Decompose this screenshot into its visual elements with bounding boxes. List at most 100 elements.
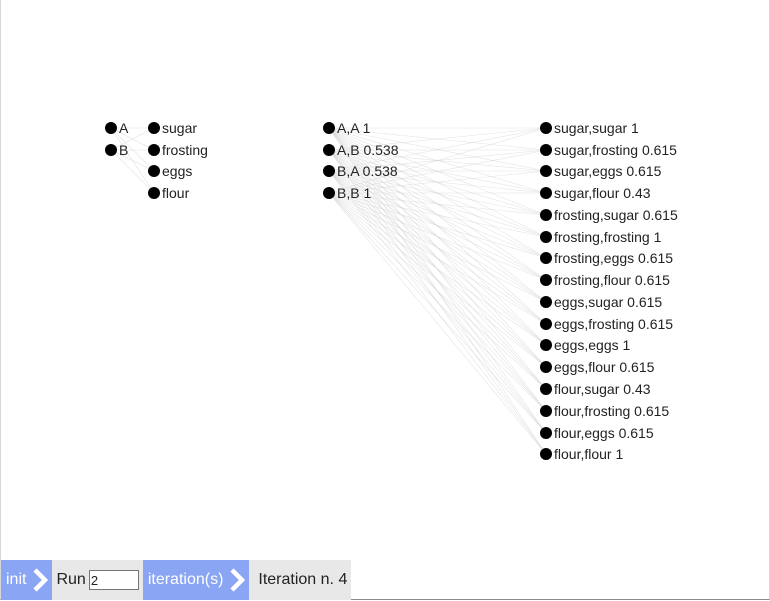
node-label: A — [119, 120, 129, 136]
node-pair-frosting-eggs[interactable]: frosting,eggs 0.615 — [540, 249, 673, 267]
node-pair-flour-frosting[interactable]: flour,frosting 0.615 — [540, 402, 669, 420]
graph-edge — [328, 149, 547, 434]
node-dot — [540, 339, 552, 351]
node-label: B,A 0.538 — [337, 163, 398, 179]
node-dot — [540, 252, 552, 264]
node-dot — [323, 165, 335, 177]
node-label: sugar,eggs 0.615 — [554, 163, 662, 179]
graph-edge — [328, 192, 547, 325]
init-label: init — [6, 571, 27, 588]
chevron-right-icon — [229, 568, 246, 592]
graph-edge — [328, 192, 547, 346]
node-label: flour — [162, 185, 190, 201]
node-pair-sugar-flour[interactable]: sugar,flour 0.43 — [540, 184, 651, 202]
node-label: frosting — [162, 142, 208, 158]
node-dot — [540, 187, 552, 199]
node-dot — [323, 122, 335, 134]
node-label: frosting,sugar 0.615 — [554, 207, 678, 223]
node-label: eggs,eggs 1 — [554, 337, 631, 353]
similarity-graph: A B sugar frosting eggs flour A,A 1 A,B … — [105, 119, 678, 463]
node-pair-flour-flour[interactable]: flour,flour 1 — [540, 445, 623, 463]
node-pair-ba[interactable]: B,A 0.538 — [323, 162, 398, 180]
node-dot — [148, 122, 160, 134]
node-pair-eggs-flour[interactable]: eggs,flour 0.615 — [540, 358, 654, 376]
node-pair-frosting-flour[interactable]: frosting,flour 0.615 — [540, 271, 670, 289]
node-label: A,B 0.538 — [337, 142, 399, 158]
node-label: flour,sugar 0.43 — [554, 381, 651, 397]
node-eggs[interactable]: eggs — [148, 162, 192, 180]
graph-edge — [328, 192, 547, 368]
node-label: flour,eggs 0.615 — [554, 425, 654, 441]
graph-edge — [328, 149, 547, 325]
node-pair-bb[interactable]: B,B 1 — [323, 184, 371, 202]
node-dot — [540, 448, 552, 460]
node-pair-aa[interactable]: A,A 1 — [323, 119, 370, 137]
node-label: B — [119, 142, 129, 158]
graph-edge — [328, 149, 547, 194]
node-dot — [540, 209, 552, 221]
node-pair-flour-eggs[interactable]: flour,eggs 0.615 — [540, 424, 654, 442]
node-pair-eggs-sugar[interactable]: eggs,sugar 0.615 — [540, 293, 662, 311]
node-pair-flour-sugar[interactable]: flour,sugar 0.43 — [540, 380, 651, 398]
graph-edge — [328, 149, 547, 238]
graph-edge — [328, 192, 547, 216]
node-label: frosting,frosting 1 — [554, 229, 662, 245]
node-label: sugar,sugar 1 — [554, 120, 639, 136]
graph-edge — [328, 127, 547, 194]
node-pair-ab[interactable]: A,B 0.538 — [323, 141, 399, 159]
graph-edge — [328, 192, 547, 390]
node-a[interactable]: A — [105, 119, 128, 137]
node-label: flour,frosting 0.615 — [554, 403, 670, 419]
control-bar: init Run iteration(s) Iteration n. 4 — [1, 560, 352, 600]
node-pair-sugar-frosting[interactable]: sugar,frosting 0.615 — [540, 141, 677, 159]
node-label: sugar,flour 0.43 — [554, 185, 651, 201]
graph-edge — [328, 127, 547, 151]
graph-edge — [110, 127, 155, 151]
graph-edge — [328, 149, 547, 412]
node-dot — [148, 165, 160, 177]
graph-edge — [328, 192, 547, 238]
graph-edge — [328, 127, 547, 172]
graph-edge — [328, 170, 547, 259]
iterations-input[interactable] — [88, 570, 139, 590]
run-iterations-button[interactable]: iteration(s) — [142, 560, 250, 600]
node-pair-sugar-sugar[interactable]: sugar,sugar 1 — [540, 119, 639, 137]
node-pair-eggs-eggs[interactable]: eggs,eggs 1 — [540, 336, 630, 354]
node-flour[interactable]: flour — [148, 184, 189, 202]
node-label: sugar,frosting 0.615 — [554, 142, 677, 158]
node-dot — [540, 318, 552, 330]
chevron-right-icon — [32, 568, 49, 592]
node-dot — [148, 187, 160, 199]
node-pair-frosting-sugar[interactable]: frosting,sugar 0.615 — [540, 206, 678, 224]
graph-edge — [110, 127, 155, 172]
node-pair-sugar-eggs[interactable]: sugar,eggs 0.615 — [540, 162, 661, 180]
iterations-label: iteration(s) — [147, 571, 224, 588]
node-dot — [540, 122, 552, 134]
node-dot — [540, 405, 552, 417]
init-button[interactable]: init — [1, 560, 53, 600]
node-pair-eggs-frosting[interactable]: eggs,frosting 0.615 — [540, 315, 673, 333]
node-dot — [540, 427, 552, 439]
node-dot — [540, 383, 552, 395]
node-dot — [105, 144, 117, 156]
node-label: sugar — [162, 120, 198, 136]
graph-edge — [328, 192, 547, 281]
run-label: Run — [56, 571, 86, 588]
node-label: eggs,sugar 0.615 — [554, 294, 663, 310]
node-dot — [540, 274, 552, 286]
iteration-status: Iteration n. 4 — [249, 560, 352, 600]
node-b[interactable]: B — [105, 141, 128, 159]
node-dot — [148, 144, 160, 156]
node-sugar[interactable]: sugar — [148, 119, 197, 137]
edge-layer — [110, 127, 547, 455]
node-label: B,B 1 — [337, 185, 372, 201]
node-label: eggs,flour 0.615 — [554, 359, 655, 375]
node-label: frosting,eggs 0.615 — [554, 250, 674, 266]
graph-edge — [328, 170, 547, 194]
node-pair-frosting-frosting[interactable]: frosting,frosting 1 — [540, 228, 661, 246]
node-frosting[interactable]: frosting — [148, 141, 208, 159]
run-controls: Run — [52, 560, 143, 600]
node-dot — [540, 361, 552, 373]
graph-edge — [328, 170, 547, 346]
node-label: A,A 1 — [337, 120, 371, 136]
